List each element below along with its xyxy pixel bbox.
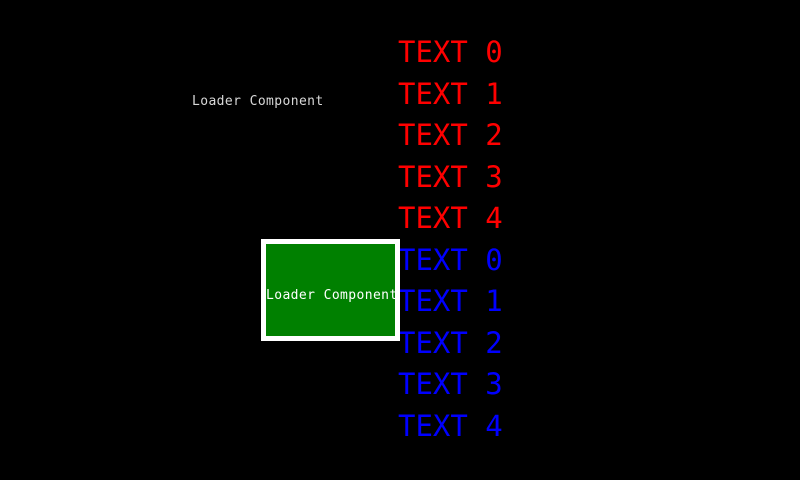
loader-component-box[interactable]: Loader Component [261, 239, 400, 341]
text-list-item: TEXT 2 [398, 325, 503, 360]
text-list-item: TEXT 2 [398, 118, 503, 152]
text-list-item: TEXT 3 [398, 159, 503, 194]
loader-component-label: Loader Component [192, 94, 324, 109]
loader-component-box-label: Loader Component [266, 288, 398, 303]
text-list-item: TEXT 1 [398, 284, 503, 318]
text-list-item: TEXT 4 [398, 408, 503, 443]
text-list-item: TEXT 3 [398, 367, 503, 401]
text-list-item: TEXT 0 [398, 242, 503, 277]
text-list-item: TEXT 4 [398, 201, 503, 235]
text-list: TEXT 0 TEXT 1 TEXT 2 TEXT 3 TEXT 4 TEXT … [398, 32, 658, 447]
text-list-item: TEXT 0 [398, 35, 503, 69]
text-list-item: TEXT 1 [398, 76, 503, 111]
